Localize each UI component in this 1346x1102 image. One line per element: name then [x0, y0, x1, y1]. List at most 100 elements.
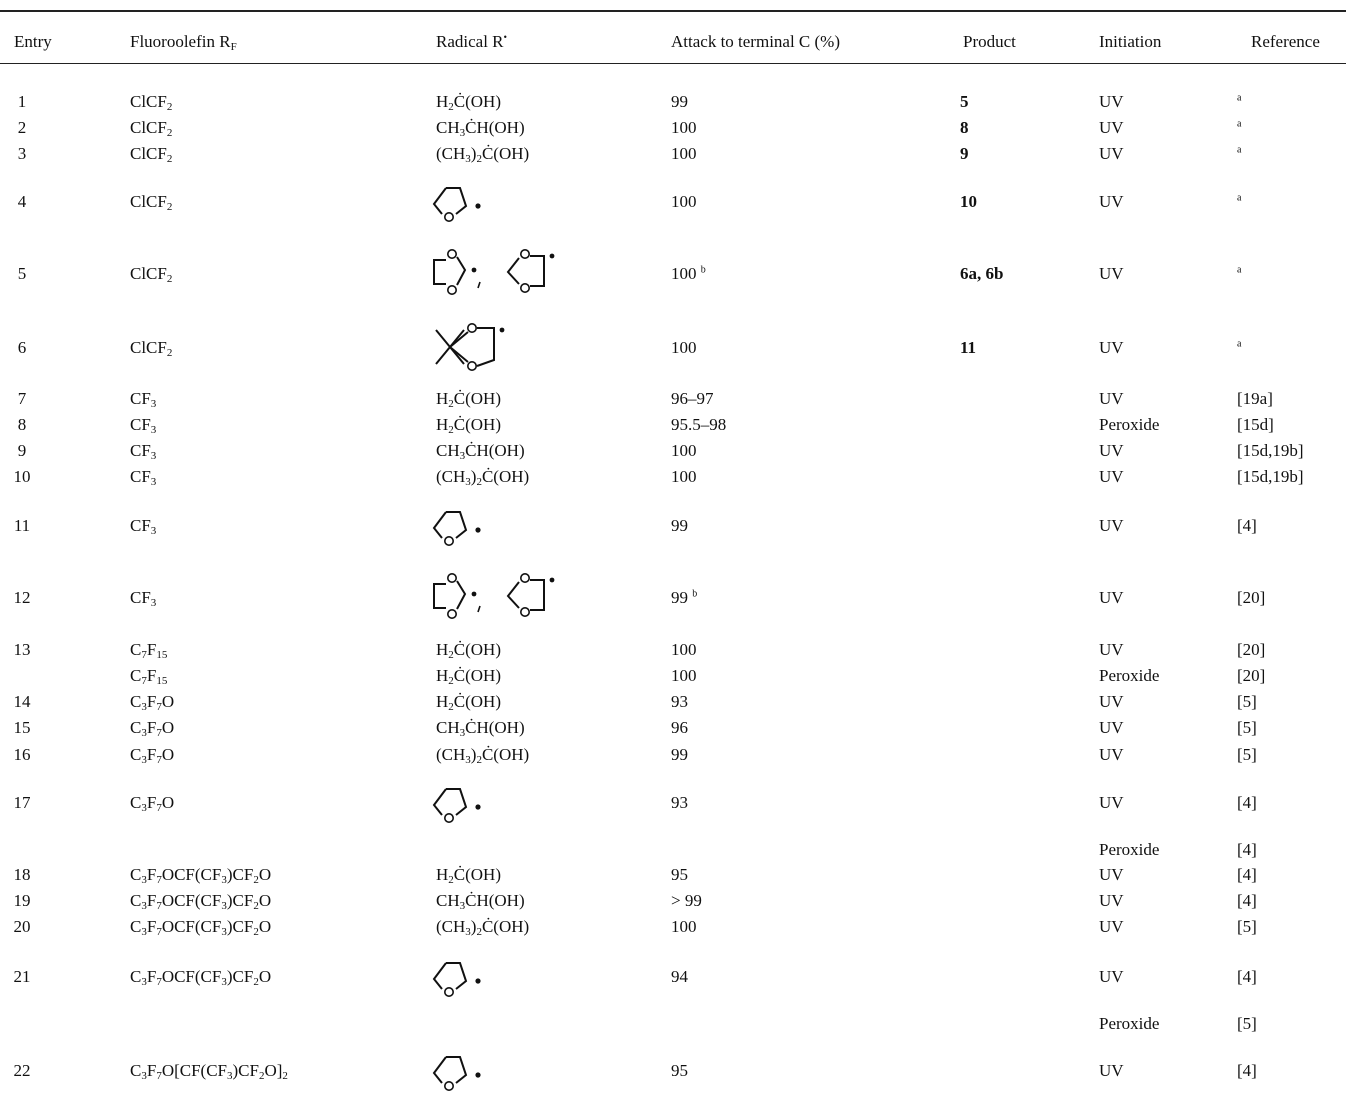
attack-percent: 99 — [671, 92, 688, 111]
product-number: 10 — [960, 192, 977, 211]
fluoroolefin-rf: CF3 — [130, 516, 157, 537]
reference: [5] — [1237, 718, 1257, 737]
fluoroolefin-rf: C3F7O — [130, 718, 175, 739]
initiation-method: UV — [1099, 588, 1124, 607]
initiation-method: UV — [1099, 92, 1124, 111]
entry-number: 19 — [13, 891, 31, 910]
product-number: 6a, 6b — [960, 264, 1004, 283]
table-top-rule — [0, 10, 1346, 12]
initiation-method: UV — [1099, 264, 1124, 283]
radical-formula: (CH3)2Ċ(OH) — [436, 745, 530, 766]
attack-percent: 100 — [671, 338, 697, 357]
header-fluoroolefin: Fluoroolefin RF — [130, 32, 237, 53]
radical-formula: CH3ĊH(OH) — [436, 718, 525, 739]
initiation-method: UV — [1099, 1061, 1124, 1080]
initiation-method: UV — [1099, 917, 1124, 936]
product-number: 11 — [960, 338, 977, 357]
product-number: 5 — [960, 92, 969, 111]
initiation-method: UV — [1099, 745, 1124, 764]
initiation-method: UV — [1099, 144, 1124, 163]
attack-percent: 100 — [671, 917, 697, 936]
fluoroolefin-rf: C3F7OCF(CF3)CF2O — [130, 865, 272, 886]
product-number: 9 — [960, 144, 969, 163]
attack-percent: 100 — [671, 118, 697, 137]
fluoroolefin-rf: CF3 — [130, 467, 157, 488]
radical-formula: CH3ĊH(OH) — [436, 891, 525, 912]
fluoroolefin-rf: CF3 — [130, 389, 157, 410]
attack-percent: 100 — [671, 467, 697, 486]
reference: [4] — [1237, 793, 1257, 812]
header-radical: Radical R• — [436, 32, 507, 52]
header-fluoroolefin-sub: F — [230, 41, 237, 53]
fluoroolefin-rf: C7F15 — [130, 666, 168, 687]
initiation-method: Peroxide — [1099, 840, 1160, 859]
reference: a — [1237, 192, 1242, 204]
reference: [5] — [1237, 917, 1257, 936]
header-initiation: Initiation — [1099, 32, 1162, 51]
reference: [4] — [1237, 516, 1257, 535]
reference: a — [1237, 144, 1242, 156]
attack-percent: 93 — [671, 692, 688, 711]
initiation-method: UV — [1099, 891, 1124, 910]
entry-number: 21 — [13, 967, 31, 986]
attack-percent: 96 — [671, 718, 688, 737]
reference: [4] — [1237, 891, 1257, 910]
fluoroolefin-rf: C3F7OCF(CF3)CF2O — [130, 917, 272, 938]
header-attack: Attack to terminal C (%) — [671, 32, 841, 51]
entry-number: 22 — [13, 1061, 31, 1080]
reference: [5] — [1237, 745, 1257, 764]
entry-number: 9 — [17, 441, 27, 460]
entry-number: 14 — [13, 692, 31, 711]
reference: a — [1237, 338, 1242, 350]
attack-percent: 100 — [671, 441, 697, 460]
entry-number: 16 — [13, 745, 31, 764]
attack-percent: 99 b — [671, 588, 698, 607]
dimethyldioxolane-radical-structure-icon — [432, 320, 512, 374]
initiation-method: UV — [1099, 118, 1124, 137]
header-entry: Entry — [14, 32, 52, 51]
reference: [20] — [1237, 666, 1266, 685]
initiation-method: UV — [1099, 441, 1124, 460]
entry-number: 17 — [13, 793, 31, 812]
radical-formula: H2Ċ(OH) — [436, 389, 501, 410]
entry-number: 12 — [13, 588, 31, 607]
initiation-method: UV — [1099, 192, 1124, 211]
radical-formula: (CH3)2Ċ(OH) — [436, 467, 530, 488]
attack-percent: 95 — [671, 865, 688, 884]
entry-number: 5 — [17, 264, 27, 283]
reference: [15d] — [1237, 415, 1274, 434]
attack-percent: 99 — [671, 516, 688, 535]
header-bottom-rule — [0, 63, 1346, 64]
attack-percent: 93 — [671, 793, 688, 812]
fluoroolefin-rf: ClCF2 — [130, 92, 173, 113]
header-radical-text: Radical R — [436, 32, 504, 51]
reference: a — [1237, 264, 1242, 276]
entry-number: 6 — [17, 338, 27, 357]
reference: [5] — [1237, 692, 1257, 711]
fluoroolefin-rf: C3F7O — [130, 745, 175, 766]
initiation-method: UV — [1099, 718, 1124, 737]
thf-radical-structure-icon — [432, 781, 492, 825]
initiation-method: UV — [1099, 516, 1124, 535]
reference: [20] — [1237, 640, 1266, 659]
reference: [15d,19b] — [1237, 467, 1304, 486]
fluoroolefin-rf: CF3 — [130, 588, 157, 609]
radical-formula: (CH3)2Ċ(OH) — [436, 917, 530, 938]
fluoroolefin-rf: ClCF2 — [130, 118, 173, 139]
fluoroolefin-rf: C3F7O — [130, 793, 175, 814]
initiation-method: Peroxide — [1099, 1014, 1160, 1033]
radical-formula: CH3ĊH(OH) — [436, 441, 525, 462]
initiation-method: UV — [1099, 389, 1124, 408]
reference: [4] — [1237, 967, 1257, 986]
attack-percent: 100 — [671, 640, 697, 659]
entry-number: 7 — [17, 389, 27, 408]
initiation-method: UV — [1099, 793, 1124, 812]
fluoroolefin-rf: C3F7O[CF(CF3)CF2O]2 — [130, 1061, 288, 1082]
attack-percent: 94 — [671, 967, 688, 986]
radical-formula: H2Ċ(OH) — [436, 92, 501, 113]
reference: [19a] — [1237, 389, 1273, 408]
entry-number: 3 — [17, 144, 27, 163]
reference: [4] — [1237, 840, 1257, 859]
attack-percent: 99 — [671, 745, 688, 764]
header-reference: Reference — [1251, 32, 1320, 51]
